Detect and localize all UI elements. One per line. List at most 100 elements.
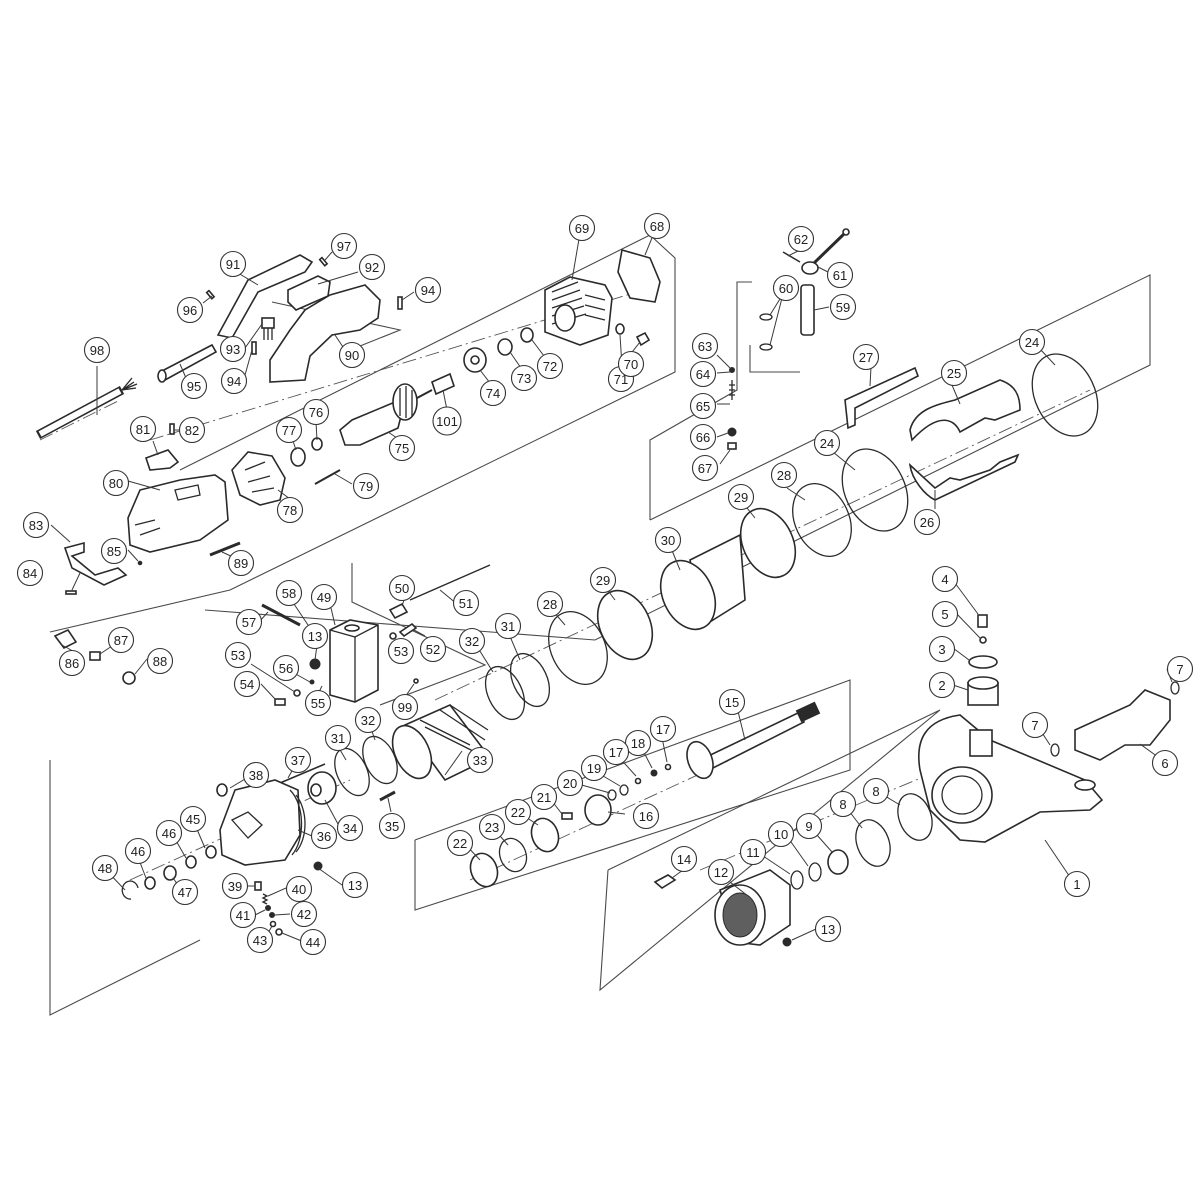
callout-number: 62: [794, 232, 808, 247]
callout-number: 16: [639, 809, 653, 824]
screw-84: [65, 590, 77, 595]
callout-circle: [358, 253, 386, 281]
callout-circle: [707, 858, 735, 886]
callout-part-36: 36: [310, 822, 338, 850]
callout-circle: [129, 415, 157, 443]
callout-part-24: 24: [813, 429, 841, 457]
callout-number: 22: [453, 836, 467, 851]
callout-number: 99: [398, 700, 412, 715]
screw-52: [398, 622, 418, 638]
callout-part-31: 31: [324, 724, 352, 752]
plug-13b: [313, 861, 323, 871]
callout-circle: [235, 608, 263, 636]
callout-circle: [290, 900, 318, 928]
callout-circle: [510, 364, 538, 392]
callout-number: 72: [543, 359, 557, 374]
callout-circle: [224, 641, 252, 669]
frame-valve-group: [649, 281, 752, 520]
callout-circle: [829, 790, 857, 818]
callout-circle: [770, 461, 798, 489]
o-ring-31a: [509, 652, 551, 708]
ring-23: [498, 837, 528, 873]
callout-circle: [100, 537, 128, 565]
callout-number: 66: [696, 430, 710, 445]
callout-number: 29: [734, 490, 748, 505]
callout-part-28: 28: [536, 590, 564, 618]
callout-circle: [478, 813, 506, 841]
bolt-57: [261, 603, 301, 627]
callout-circle: [378, 812, 406, 840]
washer-71: [615, 323, 625, 335]
callout-part-78: 78: [276, 496, 304, 524]
washer-46a: [185, 855, 197, 869]
callout-part-16: 16: [632, 802, 660, 830]
valve-block-49: [329, 619, 379, 703]
callout-number: 27: [859, 350, 873, 365]
callout-number: 8: [872, 784, 879, 799]
callout-part-47: 47: [171, 878, 199, 906]
callout-circle: [568, 214, 596, 242]
callout-number: 11: [746, 845, 760, 860]
callout-number: 28: [777, 468, 791, 483]
callout-number: 8: [839, 797, 846, 812]
frame-spool-group: [414, 679, 851, 911]
callout-part-80: 80: [102, 469, 130, 497]
callout-part-63: 63: [691, 332, 719, 360]
callout-circle: [931, 565, 959, 593]
callout-circle: [310, 822, 338, 850]
callout-number: 82: [185, 423, 199, 438]
callout-part-90: 90: [338, 341, 366, 369]
callout-circle: [928, 671, 956, 699]
callout-circle: [624, 729, 652, 757]
callout-number: 31: [501, 619, 515, 634]
callout-number: 94: [227, 374, 241, 389]
callout-number: 22: [511, 805, 525, 820]
brush-cap-86: [53, 628, 78, 650]
callout-number: 7: [1176, 662, 1183, 677]
callout-circle: [795, 812, 823, 840]
callout-circle: [536, 352, 564, 380]
callout-circle: [301, 622, 329, 650]
callout-part-45: 45: [179, 805, 207, 833]
callout-number: 49: [317, 590, 331, 605]
plug-13c: [782, 937, 792, 947]
callout-part-62: 62: [787, 225, 815, 253]
callout-number: 95: [187, 379, 201, 394]
callout-number: 44: [306, 935, 320, 950]
callout-number: 32: [465, 634, 479, 649]
callout-circle: [352, 472, 380, 500]
callout-circle: [931, 600, 959, 628]
callout-circle: [176, 296, 204, 324]
callout-number: 2: [938, 678, 945, 693]
callout-number: 50: [395, 581, 409, 596]
callout-number: 13: [308, 629, 322, 644]
bushing-2: [967, 676, 999, 706]
callout-number: 17: [656, 722, 670, 737]
spring-40: [261, 893, 269, 905]
callout-number: 53: [231, 648, 245, 663]
callout-part-23: 23: [478, 813, 506, 841]
callout-part-33: 33: [466, 746, 494, 774]
callout-circle: [826, 261, 854, 289]
snap-ring-8b: [855, 819, 891, 867]
callout-part-89: 89: [227, 549, 255, 577]
callout-circle: [107, 626, 135, 654]
callout-number: 32: [361, 713, 375, 728]
callout-circle: [1166, 655, 1194, 683]
callout-number: 59: [836, 300, 850, 315]
callout-circle: [16, 559, 44, 587]
callout-part-82: 82: [178, 416, 206, 444]
callout-number: 21: [537, 790, 551, 805]
callout-circle: [494, 612, 522, 640]
callout-part-7: 7: [1166, 655, 1194, 683]
sleeve-half-26: [908, 453, 1020, 501]
callout-part-18: 18: [624, 729, 652, 757]
callout-circle: [670, 845, 698, 873]
callout-part-34: 34: [336, 814, 364, 842]
screw-94b: [251, 341, 257, 355]
callout-part-65: 65: [689, 392, 717, 420]
callout-part-81: 81: [129, 415, 157, 443]
bearing-72: [520, 327, 534, 343]
gasket-68: [617, 248, 661, 303]
callout-number: 51: [459, 596, 473, 611]
